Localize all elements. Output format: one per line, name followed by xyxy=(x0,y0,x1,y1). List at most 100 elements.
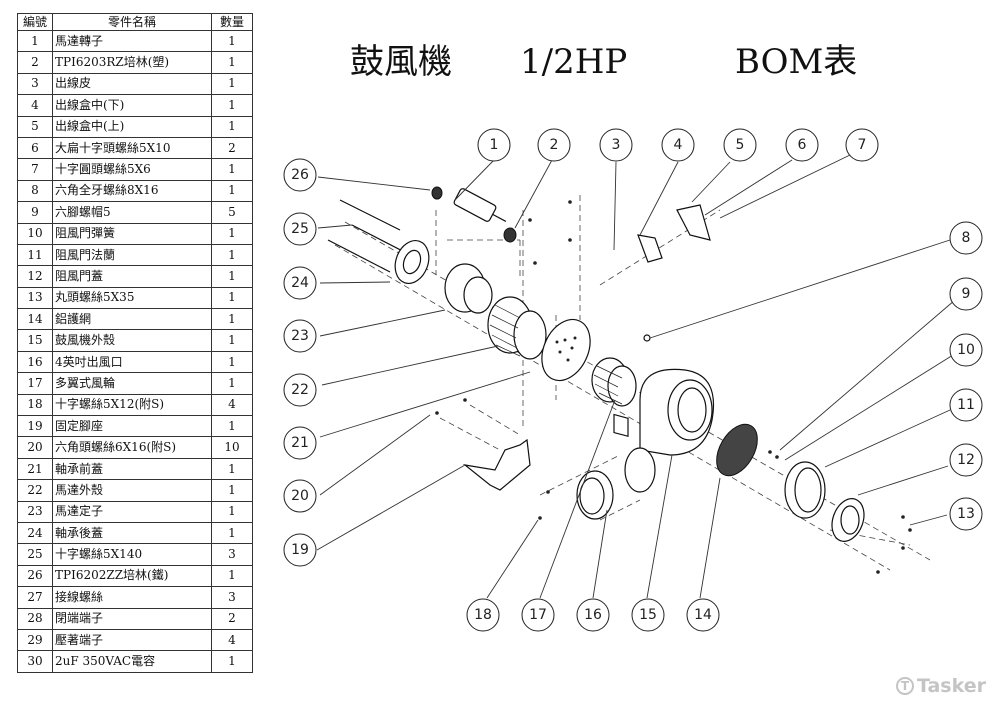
part-box-lower xyxy=(637,234,663,263)
balloon-label: 13 xyxy=(957,506,975,522)
balloon-label: 22 xyxy=(291,382,309,398)
part-number: 21 xyxy=(17,457,53,481)
balloon-circle xyxy=(949,277,983,311)
balloon-6: 6 xyxy=(785,128,819,162)
part-bearing-2 xyxy=(503,227,517,243)
part-number: 14 xyxy=(17,308,53,331)
balloon-circle xyxy=(283,426,317,460)
balloon-circle xyxy=(283,373,317,407)
balloon-circle xyxy=(845,128,879,162)
leader-lines xyxy=(316,154,956,599)
balloon-label: 25 xyxy=(291,221,309,237)
balloon-21: 21 xyxy=(283,426,317,460)
balloon-label: 18 xyxy=(474,607,492,623)
title-power: 1/2HP xyxy=(520,42,628,82)
balloon-label: 21 xyxy=(291,435,309,451)
balloon-circle xyxy=(949,221,983,255)
part-name: 軸承後蓋 xyxy=(52,521,212,545)
balloon-circle xyxy=(661,128,695,162)
part-number: 10 xyxy=(17,222,53,245)
balloon-24: 24 xyxy=(283,266,317,300)
balloon-label: 12 xyxy=(957,452,975,468)
balloon-25: 25 xyxy=(283,212,317,246)
balloon-20: 20 xyxy=(283,479,317,513)
part-grommet xyxy=(613,413,629,438)
title-product: 鼓風機 xyxy=(350,42,452,82)
part-quantity: 1 xyxy=(211,51,253,74)
balloon-circle xyxy=(283,266,317,300)
balloon-1: 1 xyxy=(477,128,511,162)
part-number: 19 xyxy=(17,415,53,438)
balloon-label: 7 xyxy=(858,137,867,153)
balloon-label: 23 xyxy=(291,328,309,344)
tasker-logo-icon: T xyxy=(895,677,914,695)
part-bolt-8 xyxy=(643,334,651,342)
balloon-4: 4 xyxy=(661,128,695,162)
part-name: 馬達外殼 xyxy=(52,479,212,502)
part-rotor xyxy=(453,188,507,222)
balloon-circle xyxy=(283,319,317,353)
balloon-12: 12 xyxy=(949,443,983,477)
balloon-11: 11 xyxy=(949,388,983,422)
watermark-text: Tasker xyxy=(916,675,986,697)
balloon-circle xyxy=(283,158,317,192)
balloon-9: 9 xyxy=(949,277,983,311)
balloon-17: 17 xyxy=(521,598,555,632)
balloon-label: 6 xyxy=(798,137,807,153)
balloon-circle xyxy=(949,497,983,531)
part-front-cover xyxy=(541,318,591,382)
balloon-label: 2 xyxy=(550,137,559,153)
parts xyxy=(327,186,912,574)
balloon-circle xyxy=(599,128,633,162)
part-name: 閉端端子 xyxy=(52,607,212,630)
balloon-circle xyxy=(949,443,983,477)
part-quantity: 1 xyxy=(211,222,253,245)
balloon-15: 15 xyxy=(631,598,665,632)
part-name: 十字螺絲5X12(附S) xyxy=(52,393,212,417)
balloon-circle xyxy=(283,212,317,246)
watermark: T Tasker xyxy=(895,675,986,697)
balloon-26: 26 xyxy=(283,158,317,192)
balloon-label: 10 xyxy=(957,342,975,358)
balloon-circle xyxy=(631,598,665,632)
part-long-screw xyxy=(339,199,401,231)
part-quantity: 10 xyxy=(211,436,253,459)
balloon-10: 10 xyxy=(949,333,983,367)
balloon-label: 15 xyxy=(639,607,657,623)
balloon-label: 11 xyxy=(957,397,975,413)
balloon-circle xyxy=(576,598,610,632)
balloon-7: 7 xyxy=(845,128,879,162)
balloon-label: 1 xyxy=(490,137,499,153)
part-bearing-26 xyxy=(431,186,443,200)
part-impeller xyxy=(591,357,637,407)
balloon-circle xyxy=(537,128,571,162)
balloon-label: 20 xyxy=(291,488,309,504)
part-quantity: 1 xyxy=(211,308,253,331)
balloon-circle xyxy=(785,128,819,162)
balloon-2: 2 xyxy=(537,128,571,162)
part-name: 多翼式風輪 xyxy=(52,372,212,395)
part-quantity: 1 xyxy=(211,72,253,96)
balloon-22: 22 xyxy=(283,373,317,407)
balloon-label: 16 xyxy=(584,607,602,623)
balloon-label: 5 xyxy=(736,137,745,153)
balloon-19: 19 xyxy=(283,533,317,567)
part-screws xyxy=(435,200,912,574)
